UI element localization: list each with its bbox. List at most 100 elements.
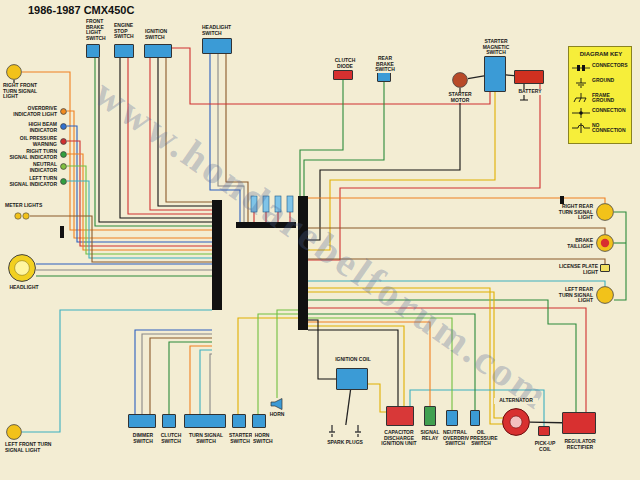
lamp-circle [453, 73, 468, 88]
horn-outline [271, 399, 282, 410]
component-label: REAR BRAKE SWITCH [369, 56, 401, 73]
shape-outline [596, 203, 614, 221]
wire [142, 334, 212, 414]
component-label: SPARK PLUGS [325, 440, 365, 446]
wire [308, 320, 336, 379]
wire [200, 350, 212, 414]
component-label: HORN [268, 412, 286, 418]
wire-group [10, 48, 626, 432]
watermark: www.hondarebelforum.com [86, 69, 558, 419]
indicator-bulb: OVERDRIVE INDICATOR LIGHT [60, 108, 67, 115]
legend-sample [572, 63, 590, 73]
spark-plugs: SPARK PLUGS [328, 425, 362, 437]
indicator-bulb: RIGHT TURN SIGNAL INDICATOR [60, 151, 67, 158]
connection-sample [572, 108, 590, 118]
horn-symbol: HORN [270, 398, 284, 410]
meter-lights: METER LIGHTS [14, 212, 30, 220]
component-label: REGULATOR RECTIFIER [557, 439, 603, 450]
starter-motor: STARTER MOTOR [452, 72, 468, 88]
component-label: CAPACITOR DISCHARGE IGNITION UNIT [377, 430, 421, 447]
wire [308, 326, 404, 406]
wire [150, 338, 212, 414]
component-label: CLUTCH SWITCH [159, 433, 183, 444]
turn-signal-lamp: RIGHT REAR TURN SIGNAL LIGHT [596, 203, 614, 221]
switch-box: IGNITION SWITCH [144, 44, 172, 58]
component-label: STARTER SWITCH [228, 433, 252, 444]
legend-label: GROUND [592, 78, 630, 84]
wire-connector [530, 422, 562, 424]
legend-label: NO CONNECTION [592, 123, 630, 134]
wire [36, 275, 212, 276]
lamp-circle [61, 152, 67, 158]
wire [172, 48, 490, 104]
shape-outline [8, 254, 36, 282]
wire [36, 269, 212, 270]
wire [36, 263, 212, 264]
wire [135, 330, 212, 414]
lamp-circle [61, 164, 67, 170]
frame-ground-sample [574, 93, 586, 102]
component-label: BRAKE TAILLIGHT [552, 238, 594, 249]
component-label: FRONT BRAKE LIGHT SWITCH [85, 19, 112, 41]
indicator-bulb: HIGH BEAM INDICATOR [60, 123, 67, 130]
connector-block [212, 200, 222, 310]
switch-box: HEADLIGHT SWITCH [202, 38, 232, 54]
line-sample [572, 68, 590, 69]
ground-sample [576, 78, 586, 87]
component-label: HIGH BEAM INDICATOR [8, 122, 58, 133]
wire [169, 342, 212, 414]
component-label: DIMMER SWITCH [125, 433, 161, 444]
coil-box: IGNITION COIL [336, 368, 368, 390]
shape-outline [270, 398, 284, 410]
component-label: ALTERNATOR [494, 398, 538, 404]
component-label: STARTER MAGNETIC SWITCH [478, 39, 514, 56]
component-label: STARTER MOTOR [440, 92, 480, 103]
cdi-box: CAPACITOR DISCHARGE IGNITION UNIT [386, 406, 414, 426]
wire [238, 318, 298, 414]
shape-outline [596, 234, 614, 252]
wire [308, 330, 398, 406]
junction-dot [579, 111, 583, 115]
relay-box: SIGNAL RELAY [424, 406, 436, 426]
bulb [23, 213, 29, 219]
shape-outline [6, 424, 22, 440]
component-label: RIGHT FRONT TURN SIGNAL LIGHT [2, 83, 46, 100]
component-label: RIGHT TURN SIGNAL INDICATOR [8, 149, 58, 160]
wire [308, 228, 605, 234]
component-label: LEFT TURN SIGNAL INDICATOR [8, 176, 58, 187]
lamp-circle [61, 179, 67, 185]
wire [614, 212, 626, 300]
switch-box: NEUTRAL OVERDRIVE SWITCH [446, 410, 458, 426]
shape-outline [60, 178, 67, 185]
lamp-inner [601, 239, 609, 247]
lamp-circle [61, 124, 67, 130]
shape-outline [60, 123, 67, 130]
component-label: NEUTRAL OVERDRIVE SWITCH [442, 430, 468, 447]
component-label: LEFT REAR TURN SIGNAL LIGHT [552, 287, 594, 304]
switch-box: DIMMER SWITCH [128, 414, 156, 428]
wire [277, 310, 298, 398]
diagram-title: 1986-1987 CMX450C [26, 4, 136, 16]
component-label: CLUTCH DIODE [329, 58, 361, 69]
battery-box: BATTERY [514, 70, 544, 84]
component-label: OIL PRESSURE WARNING [8, 136, 58, 147]
alternator-symbol: ALTERNATOR [502, 408, 530, 436]
switch-box: FRONT BRAKE LIGHT SWITCH [86, 44, 100, 58]
component-label: TURN SIGNAL SWITCH [185, 433, 227, 444]
component-label: LEFT FRONT TURN SIGNAL LIGHT [4, 442, 54, 453]
wire [308, 88, 460, 240]
legend-label: FRAME GROUND [592, 93, 630, 104]
legend-label: CONNECTION [592, 108, 630, 114]
component-label: HEADLIGHT SWITCH [201, 25, 237, 36]
shape-outline [60, 151, 67, 158]
lamp-circle [9, 255, 36, 282]
component-label: IGNITION COIL [327, 357, 379, 363]
component-label: HEADLIGHT [4, 285, 44, 291]
regulator-box: REGULATOR RECTIFIER [562, 412, 596, 434]
component-label: ENGINE STOP SWITCH [113, 23, 141, 40]
switch-box: ENGINE STOP SWITCH [114, 44, 134, 58]
switch-box: TURN SIGNAL SWITCH [184, 414, 226, 428]
component-label: LICENSE PLATE LIGHT [553, 264, 599, 275]
legend-sample [572, 108, 590, 118]
